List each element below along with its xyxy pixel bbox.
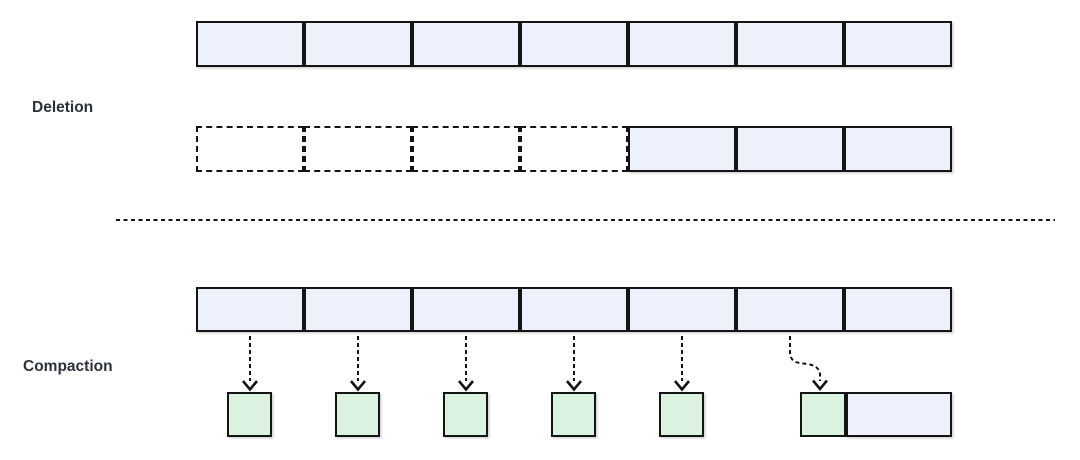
arrowhead-icon (241, 380, 259, 392)
compaction-arrow (565, 336, 583, 392)
log-segment (522, 23, 630, 65)
compacted-tail-group (800, 392, 952, 437)
compaction-arrow (673, 336, 691, 392)
arrowhead-icon (349, 380, 367, 392)
compacted-record-box (800, 392, 846, 437)
compacted-record-box (443, 392, 488, 437)
log-segment (306, 23, 414, 65)
compaction-arrow (241, 336, 259, 392)
deletion-after-row (196, 126, 952, 172)
deletion-label: Deletion (32, 99, 94, 116)
deleted-segment-ghost (412, 126, 520, 172)
log-segment (522, 289, 630, 330)
compaction-label: Compaction (23, 358, 113, 375)
log-segment (414, 289, 522, 330)
remaining-segment-box (846, 392, 952, 437)
log-segment (846, 289, 950, 330)
compacted-record-box (227, 392, 272, 437)
compaction-source-row (196, 287, 952, 332)
deleted-segment-ghost (196, 126, 304, 172)
deleted-segment-ghost (304, 126, 412, 172)
retained-segments-group (628, 126, 952, 172)
arrowhead-icon (673, 380, 691, 392)
compacted-record-box (659, 392, 704, 437)
deleted-segment-ghost (520, 126, 628, 172)
log-segment (306, 289, 414, 330)
retained-segment (846, 128, 950, 170)
retained-segment (630, 128, 738, 170)
log-segment (738, 289, 846, 330)
log-segment (630, 23, 738, 65)
log-segment (846, 23, 950, 65)
compacted-record-box (335, 392, 380, 437)
compaction-arrow (457, 336, 475, 392)
log-segment (198, 289, 306, 330)
arrowhead-icon (565, 380, 583, 392)
log-segment (198, 23, 306, 65)
retained-segment (738, 128, 846, 170)
deletion-before-row (196, 21, 952, 67)
arrowhead-icon (457, 380, 475, 392)
log-segment (738, 23, 846, 65)
arrowhead-icon (811, 379, 829, 392)
compacted-record-box (551, 392, 596, 437)
compaction-arrow (349, 336, 367, 392)
curved-compaction-arrow (789, 336, 829, 392)
log-segment (414, 23, 522, 65)
log-segment (630, 289, 738, 330)
